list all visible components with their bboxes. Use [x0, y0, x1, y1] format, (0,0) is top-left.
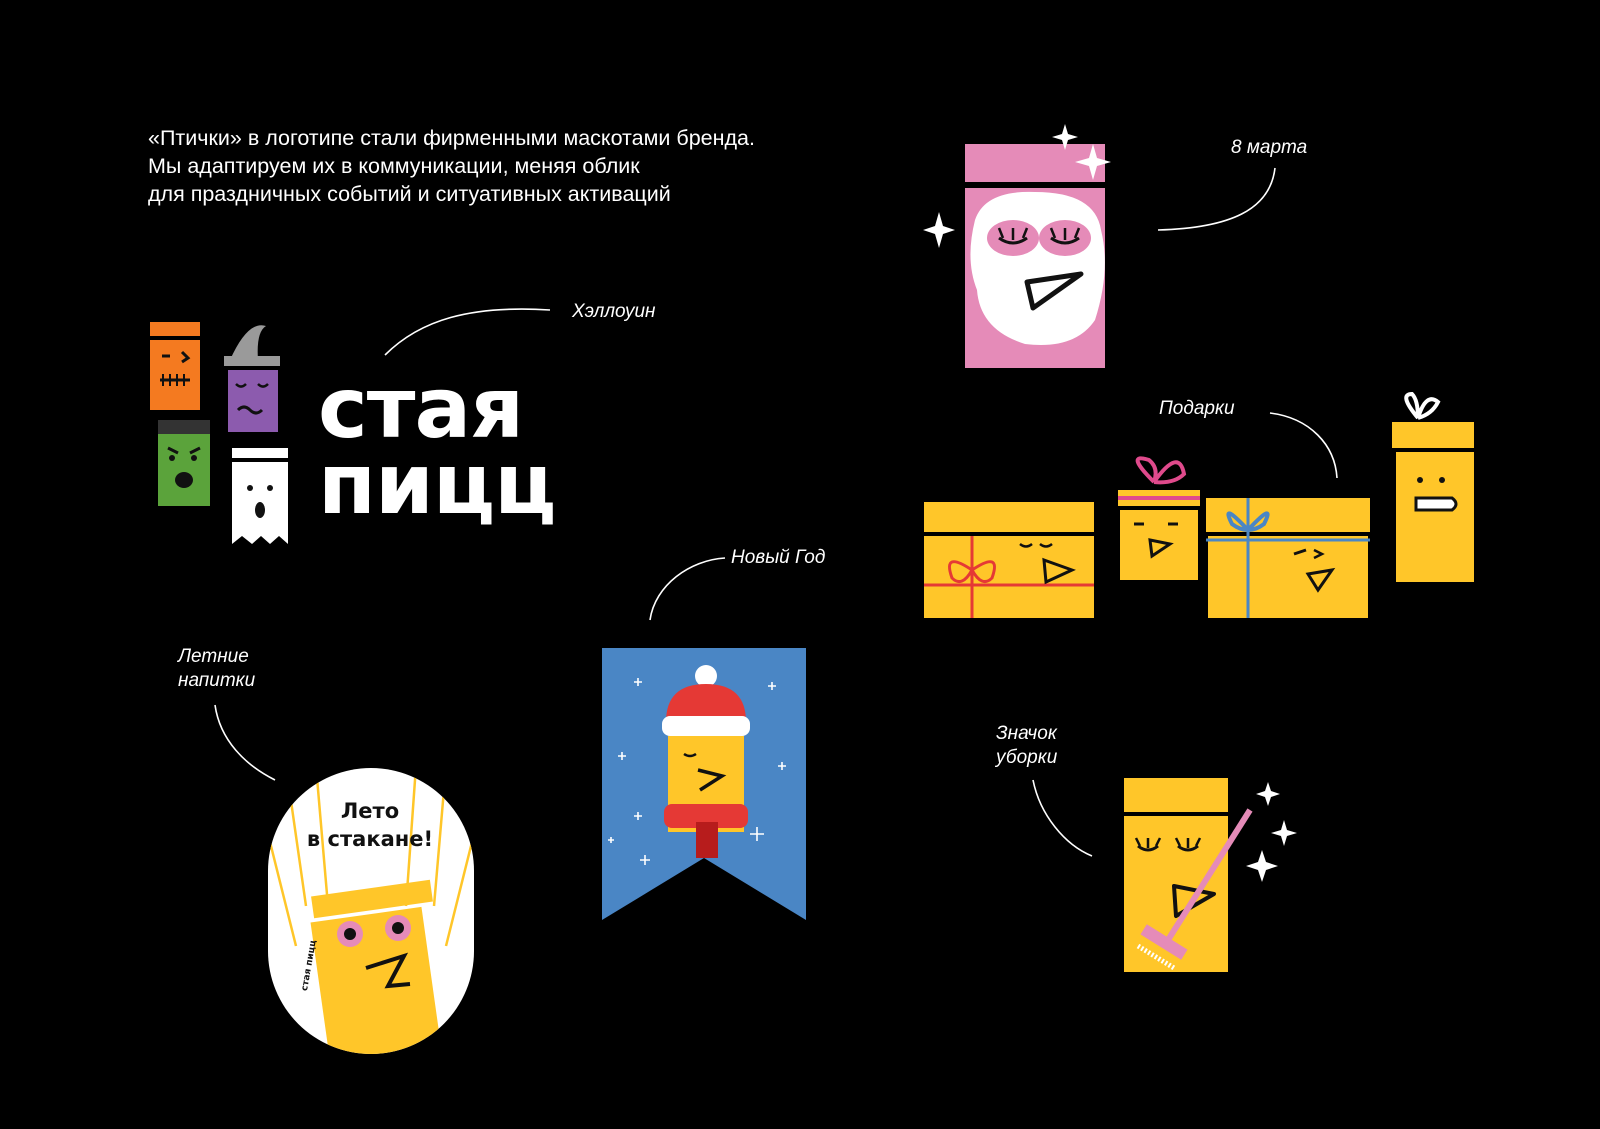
ghost-mascot	[232, 448, 288, 544]
summer-sticker-text: Лето в стакане!	[290, 797, 450, 853]
logo-line-1: стая	[318, 359, 524, 457]
connector-new-year	[649, 557, 726, 621]
intro-text: «Птички» в логотипе стали фирменными мас…	[148, 124, 908, 208]
label-summer-drinks: Летние напитки	[178, 645, 255, 693]
summer-sticker-line1: Лето	[340, 799, 400, 823]
logo-line-2: пицц	[318, 435, 556, 533]
gifts-mascots	[924, 391, 1474, 618]
sparkle-icon	[1052, 124, 1078, 150]
connector-gifts	[1269, 412, 1338, 479]
connector-march8	[1157, 167, 1276, 231]
march8-mascot	[923, 124, 1111, 368]
sparkle-icon	[1246, 850, 1278, 882]
green-mascot	[158, 420, 210, 506]
label-gifts: Подарки	[1159, 398, 1235, 419]
sparkle-icon	[1075, 144, 1111, 180]
summer-sticker-line2: в стакане!	[306, 827, 434, 851]
summer-sticker	[268, 768, 474, 1054]
new-year-banner	[602, 648, 806, 920]
purple-mascot	[224, 325, 280, 432]
label-cleaning-badge: Значок уборки	[996, 722, 1057, 770]
intro-line-1: «Птички» в логотипе стали фирменными мас…	[148, 126, 755, 150]
logo-wordmark: стая пицц	[318, 359, 556, 533]
cleaning-mascot	[1124, 778, 1297, 972]
label-march8: 8 марта	[1231, 137, 1308, 158]
halloween-mascots	[150, 322, 288, 544]
sparkle-icon	[1271, 820, 1297, 846]
label-new-year: Новый Год	[731, 547, 826, 568]
connector-summer	[214, 704, 276, 781]
connector-cleaning	[1032, 779, 1093, 857]
orange-mascot	[150, 322, 200, 410]
intro-line-2: Мы адаптируем их в коммуникации, меняя о…	[148, 154, 640, 178]
gift-box-1	[924, 502, 1094, 618]
intro-line-3: для праздничных событий и ситуативных ак…	[148, 182, 671, 206]
snowflake-icons	[608, 678, 786, 865]
gift-box-3	[1206, 498, 1370, 618]
gift-box-4	[1392, 391, 1474, 582]
connector-halloween	[384, 308, 551, 356]
label-summer-drinks-line2: напитки	[178, 670, 256, 691]
label-halloween: Хэллоуин	[572, 301, 656, 322]
label-cleaning-line2: уборки	[996, 747, 1058, 768]
sparkle-icon	[1256, 782, 1280, 806]
label-cleaning-line1: Значок	[996, 723, 1057, 744]
gift-box-2	[1118, 456, 1200, 580]
label-summer-drinks-line1: Летние	[178, 646, 249, 667]
sparkle-icon	[923, 212, 955, 248]
